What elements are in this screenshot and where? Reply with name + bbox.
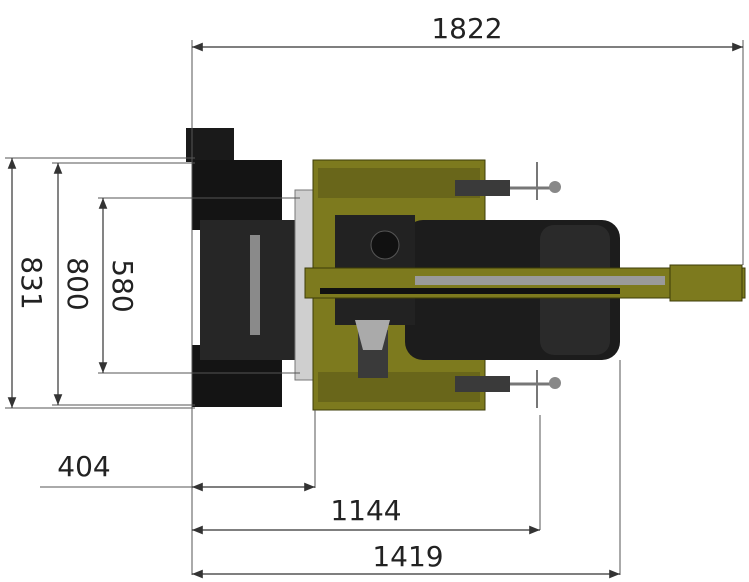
boom-tip (669, 264, 743, 302)
dimension-labels: 1822 831 800 580 404 1144 1419 (15, 12, 503, 573)
pivot-left (370, 230, 400, 260)
lever-bottom-housing (455, 376, 510, 392)
label-1144: 1144 (330, 494, 401, 527)
lever-top-housing (455, 180, 510, 196)
label-1419: 1419 (372, 540, 443, 573)
front-bracket (186, 128, 234, 162)
label-404: 404 (57, 450, 110, 483)
axle-bar (250, 235, 260, 335)
lever-top-knob (549, 181, 561, 193)
label-831: 831 (15, 256, 48, 309)
left-track-front (192, 160, 282, 230)
lever-bottom-knob (549, 377, 561, 389)
lower-pivot-wedge (355, 320, 390, 350)
dimension-lines (7, 42, 743, 579)
label-800: 800 (61, 257, 94, 310)
body-lower-panel (318, 372, 480, 402)
machine-top-view (186, 128, 746, 411)
boom-dark-rod (320, 288, 620, 294)
label-580: 580 (106, 259, 139, 312)
boom-cylinder (415, 276, 665, 285)
label-1822: 1822 (431, 12, 502, 45)
body-upper-panel (318, 168, 480, 198)
